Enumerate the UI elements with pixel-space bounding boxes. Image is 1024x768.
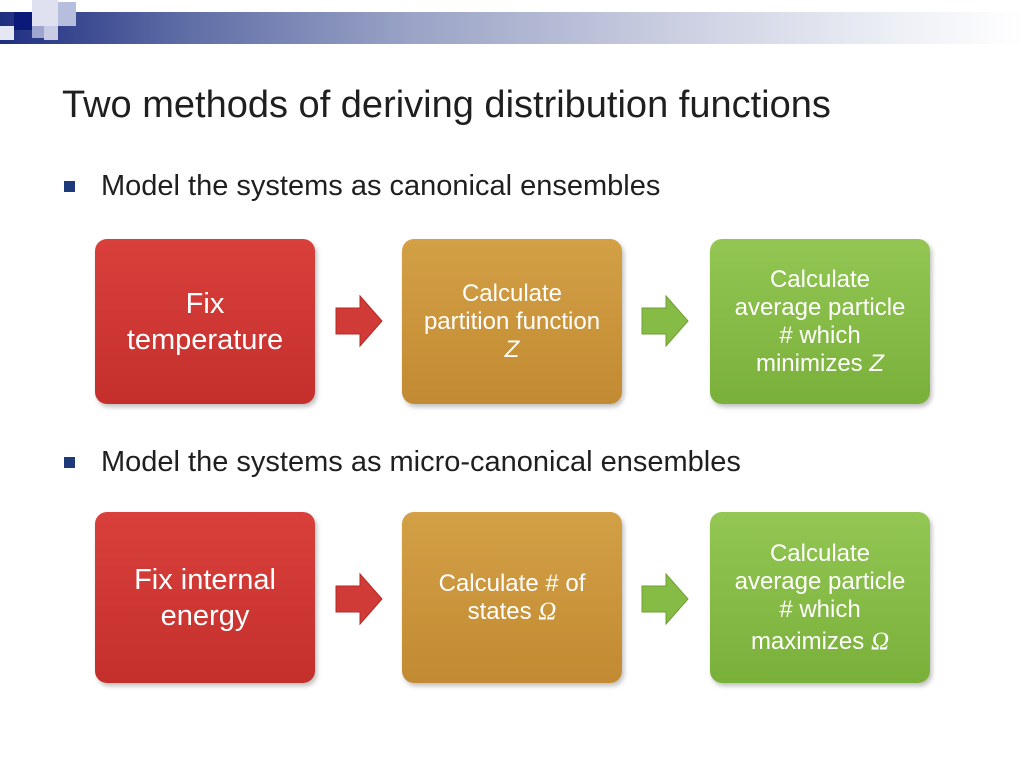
bullet-text: Model the systems as canonical ensembles	[101, 169, 661, 202]
canonical-step-minimize: Calculate average particle # which minim…	[710, 239, 930, 404]
header-gradient-bar	[0, 12, 1024, 44]
step-text: energy	[160, 599, 250, 632]
step-text: Fix	[185, 287, 225, 320]
step-text: Calculate # of	[438, 569, 586, 597]
right-arrow-icon	[335, 294, 383, 348]
logo-square	[32, 0, 58, 26]
symbol-z: Z	[504, 335, 520, 363]
right-arrow-icon	[335, 572, 383, 626]
step-text: # which	[779, 595, 861, 623]
logo-square	[58, 2, 76, 26]
right-arrow-icon	[641, 294, 689, 348]
bullet-canonical: Model the systems as canonical ensembles	[64, 166, 964, 206]
symbol-z: Z	[869, 349, 885, 377]
step-text: minimizes Z	[756, 350, 884, 378]
step-text-minimizes: minimizes	[755, 349, 863, 377]
right-arrow-icon	[641, 572, 689, 626]
canonical-step-partition-function: Calculate partition function Z	[402, 239, 622, 404]
logo-square	[0, 26, 14, 40]
microcanonical-step-maximize: Calculate average particle # which maxim…	[710, 512, 930, 683]
canonical-step-fix-temperature: Fix temperature	[95, 239, 315, 404]
step-text: # which	[779, 321, 861, 349]
step-text: Fix internal	[134, 563, 276, 596]
step-text: Calculate	[769, 265, 871, 293]
step-text: Calculate	[769, 539, 871, 567]
microcanonical-step-fix-energy: Fix internal energy	[95, 512, 315, 683]
logo-square	[44, 26, 58, 40]
step-text: average particle	[734, 567, 906, 595]
step-text-states: states	[467, 597, 532, 625]
slide-title: Two methods of deriving distribution fun…	[62, 84, 831, 126]
square-bullet-icon	[64, 180, 75, 192]
bullet-text: Model the systems as micro-canonical ens…	[101, 445, 741, 478]
square-bullet-icon	[64, 456, 75, 468]
step-text: average particle	[734, 293, 906, 321]
step-text: temperature	[126, 323, 284, 356]
step-text: maximizes Ω	[751, 628, 889, 656]
bullet-microcanonical: Model the systems as micro-canonical ens…	[64, 442, 964, 482]
step-text: Calculate	[461, 279, 563, 307]
logo-square	[14, 12, 32, 30]
logo-square	[32, 26, 44, 38]
symbol-omega: Ω	[538, 597, 557, 625]
microcanonical-step-count-states: Calculate # of states Ω	[402, 512, 622, 683]
symbol-omega: Ω	[870, 627, 890, 655]
step-text-maximizes: maximizes	[750, 627, 865, 655]
step-text: partition function	[423, 307, 601, 335]
step-text: states Ω	[468, 598, 557, 626]
